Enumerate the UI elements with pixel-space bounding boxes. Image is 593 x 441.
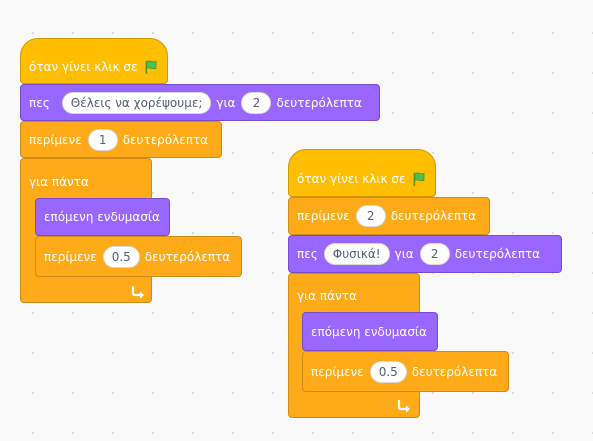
say-unit-label: δευτερόλεπτα [454, 247, 541, 261]
say-for-label: για [394, 247, 414, 261]
wait-block[interactable]: περίμενε 2 δευτερόλεπτα [288, 197, 490, 235]
next-costume-label: επόμενη ενδυμασία [311, 324, 427, 339]
wait-label: περίμενε [297, 209, 350, 223]
wait-seconds-input[interactable]: 2 [355, 205, 386, 227]
wait-label: περίμενε [29, 132, 82, 147]
wait-unit-label: δευτερόλεπτα [390, 209, 477, 223]
inner-wait-label: περίμενε [311, 364, 364, 379]
wait-seconds-input[interactable]: 1 [87, 128, 118, 151]
say-label: πες [297, 247, 318, 261]
next-costume-block[interactable]: επόμενη ενδυμασία [302, 312, 438, 351]
forever-label: για πάντα [29, 175, 89, 189]
loop-arrow-icon [131, 285, 144, 299]
inner-wait-unit-label: δευτερόλεπτα [144, 249, 231, 264]
hat-label: όταν γίνει κλικ σε [297, 172, 406, 186]
inner-wait-seconds-input[interactable]: 0.5 [369, 360, 407, 383]
inner-wait-block[interactable]: περίμενε 0.5 δευτερόλεπτα [302, 351, 509, 392]
say-unit-label: δευτερόλεπτα [276, 95, 362, 110]
say-for-label: για [216, 95, 236, 110]
next-costume-block[interactable]: επόμενη ενδυμασία [35, 198, 170, 236]
when-flag-clicked-block[interactable]: όταν γίνει κλικ σε [288, 149, 436, 197]
say-message-input[interactable]: Θέλεις να χορέψουμε; [61, 91, 212, 114]
inner-wait-seconds-input[interactable]: 0.5 [102, 245, 140, 268]
green-flag-icon [146, 60, 157, 74]
green-flag-icon [414, 172, 425, 186]
say-seconds-input[interactable]: 2 [241, 91, 272, 114]
when-flag-clicked-block[interactable]: όταν γίνει κλικ σε [20, 38, 168, 84]
inner-wait-block[interactable]: περίμενε 0.5 δευτερόλεπτα [35, 236, 242, 277]
say-for-seconds-block[interactable]: πες Φυσικά! για 2 δευτερόλεπτα [288, 235, 562, 273]
inner-wait-unit-label: δευτερόλεπτα [411, 364, 498, 379]
wait-block[interactable]: περίμενε 1 δευτερόλεπτα [20, 121, 222, 158]
wait-unit-label: δευτερόλεπτα [122, 132, 209, 147]
inner-wait-label: περίμενε [44, 249, 97, 264]
hat-label: όταν γίνει κλικ σε [29, 60, 138, 74]
say-message-input[interactable]: Φυσικά! [323, 243, 390, 265]
loop-arrow-icon [397, 399, 410, 413]
say-label: πες [29, 95, 50, 110]
forever-label: για πάντα [297, 289, 357, 303]
next-costume-label: επόμενη ενδυμασία [44, 210, 160, 224]
say-for-seconds-block[interactable]: πες Θέλεις να χορέψουμε; για 2 δευτερόλε… [20, 84, 380, 121]
say-seconds-input[interactable]: 2 [419, 243, 450, 265]
